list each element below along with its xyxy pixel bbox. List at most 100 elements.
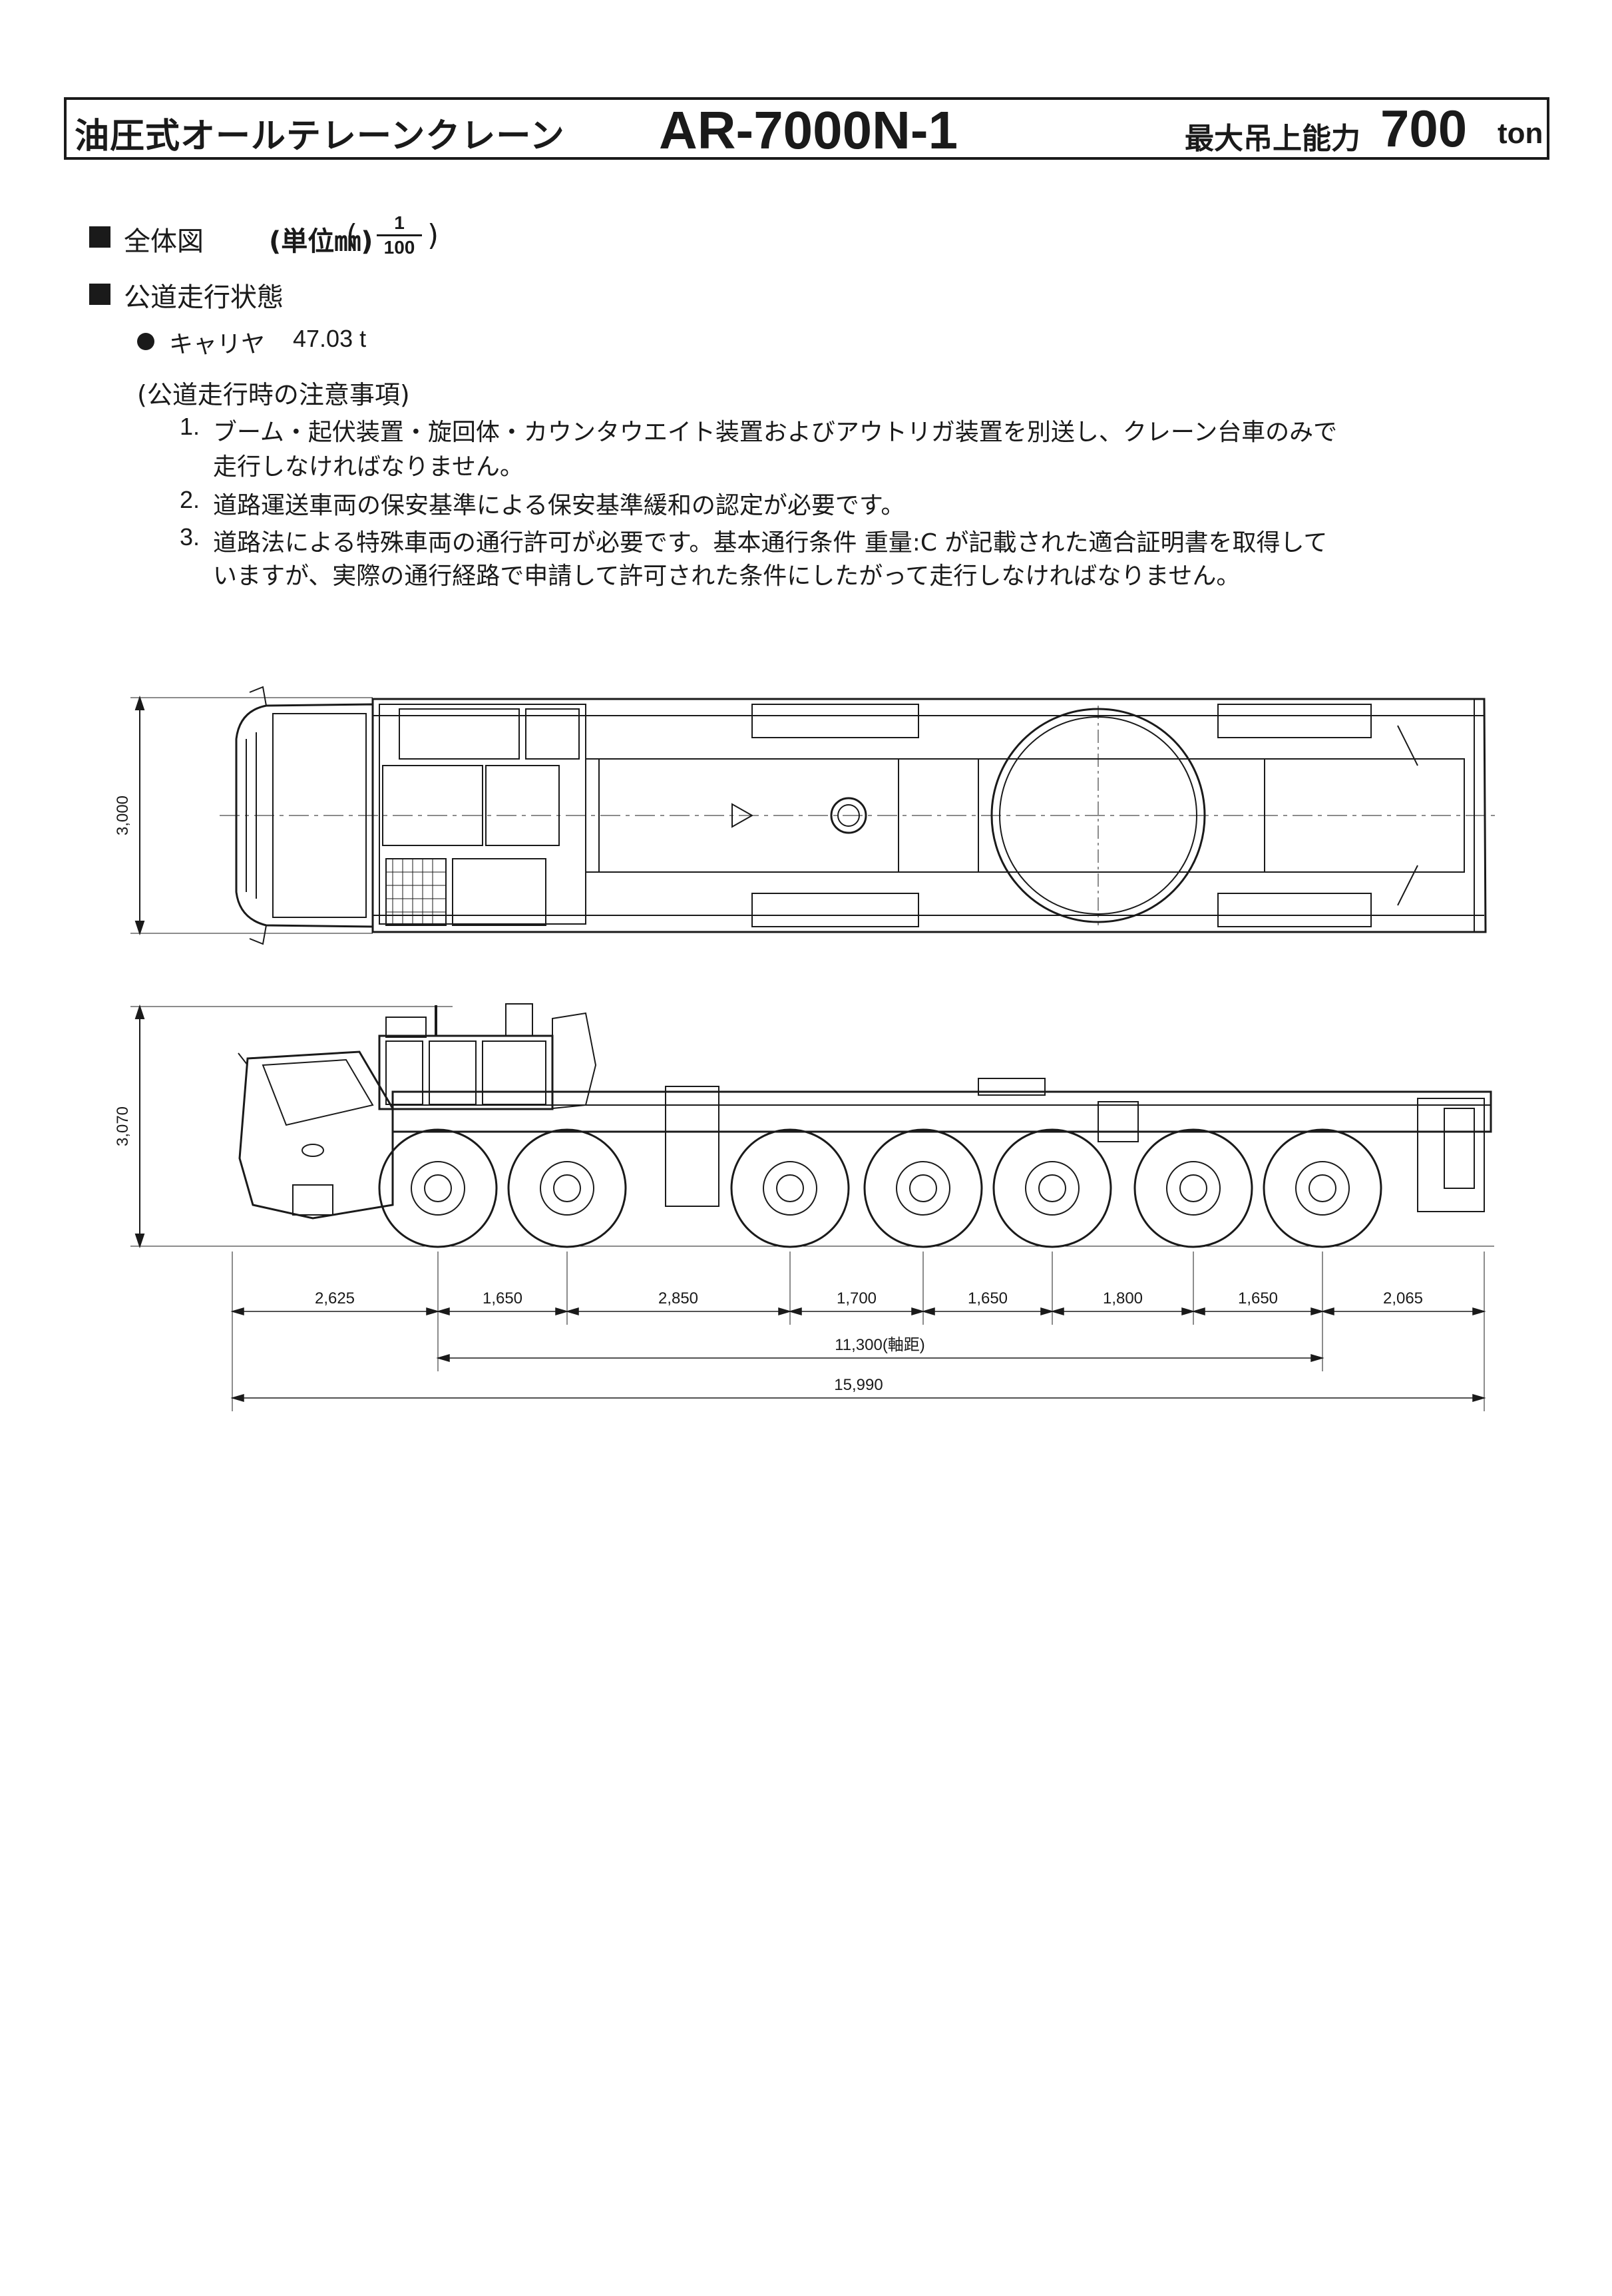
- note-number: 2.: [180, 486, 200, 513]
- dimension-chains: [230, 1307, 1486, 1403]
- carrier-label: キャリヤ: [169, 331, 266, 358]
- arrow-head: [134, 1234, 145, 1249]
- rear-deck-panel: [1264, 758, 1465, 873]
- cab-emblem: [302, 1144, 324, 1157]
- cab-side: [238, 1050, 394, 1220]
- title-frame: [64, 97, 1549, 160]
- top-view: [130, 686, 1498, 945]
- hydraulic-unit: [552, 1012, 597, 1110]
- frame-fitting: [978, 1078, 1046, 1096]
- width-dimension-label: 3,000: [114, 796, 132, 835]
- housing-panel: [429, 1040, 477, 1105]
- cab-outline: [235, 703, 374, 928]
- top-hatch: [399, 708, 520, 760]
- rear-detail: [1397, 725, 1418, 766]
- overall-drawing-heading: 全体図: [124, 226, 204, 257]
- square-bullet-icon: [89, 226, 110, 248]
- note-line: いますが、実際の通行経路で申請して許可された条件にしたがって走行しなければなりま…: [213, 563, 1241, 590]
- overall-length-label: 15,990: [834, 1376, 883, 1394]
- mirror-right: [249, 925, 267, 945]
- scale-paren-open: (: [346, 218, 358, 252]
- intake-box: [505, 1003, 533, 1036]
- arrow-head: [1181, 1307, 1195, 1316]
- support-column: [665, 1086, 719, 1207]
- engine-housing: [378, 1034, 554, 1110]
- arrow-head: [436, 1307, 450, 1316]
- arrow-head: [1320, 1307, 1334, 1316]
- exhaust-box: [385, 1017, 427, 1038]
- rear-light-box: [1444, 1108, 1475, 1189]
- scale-paren-close: ): [427, 218, 439, 252]
- outrigger-box: [751, 893, 919, 927]
- note-line: ブーム・起伏装置・旋回体・カウンタウエイト装置およびアウトリガ装置を別送し、クレ…: [213, 419, 1338, 446]
- capacity-unit: ton: [1498, 117, 1543, 150]
- radiator-grid-lines: [386, 859, 446, 925]
- arrow-head: [921, 1307, 935, 1316]
- arrow-head: [134, 1004, 145, 1019]
- arrow-head: [230, 1393, 244, 1403]
- segment-label: 1,650: [968, 1289, 1008, 1307]
- arrow-head: [778, 1307, 792, 1316]
- note-line: 走行しなければなりません。: [213, 453, 524, 481]
- segment-label: 2,065: [1383, 1289, 1423, 1307]
- mirror-arm: [238, 1052, 248, 1066]
- housing-panel: [385, 1040, 423, 1105]
- wheel-axle-6: [1133, 1128, 1253, 1248]
- arrow-head: [426, 1307, 440, 1316]
- height-dimension-label: 3,070: [114, 1106, 132, 1146]
- outrigger-box: [1217, 704, 1372, 738]
- arrow-head: [1191, 1307, 1205, 1316]
- windshield: [262, 1058, 374, 1126]
- scale-fraction: 1 100: [373, 213, 426, 258]
- equipment-panel: [485, 765, 560, 846]
- wheel-axle-4: [863, 1128, 983, 1248]
- top-hatch: [525, 708, 580, 760]
- fraction-bar: [377, 234, 422, 236]
- mirror-left: [249, 686, 267, 706]
- square-bullet-icon: [89, 284, 110, 305]
- arrow-head: [134, 921, 145, 936]
- capacity-label: 最大吊上能力: [1185, 122, 1360, 156]
- arrow-head: [1050, 1307, 1064, 1316]
- arrow-head: [436, 1353, 450, 1363]
- wheel-axle-1: [378, 1128, 498, 1248]
- pointer-mark: [731, 803, 754, 828]
- hatch-circle: [830, 797, 867, 834]
- wheel-axle-3: [730, 1128, 850, 1248]
- capacity-value: 700: [1380, 99, 1468, 158]
- wheel-axle-2: [507, 1128, 627, 1248]
- tank-panel: [452, 858, 546, 926]
- scale-denominator: 100: [383, 237, 415, 258]
- outrigger-box: [1217, 893, 1372, 927]
- arrow-head: [1472, 1393, 1486, 1403]
- wheel-group: [378, 1128, 1382, 1248]
- arrow-head: [565, 1307, 579, 1316]
- arrow-head: [134, 695, 145, 710]
- chassis-frame: [391, 1090, 1492, 1133]
- wheelbase-label: 11,300(軸距): [835, 1336, 925, 1354]
- cab-step: [292, 1184, 333, 1216]
- segment-label: 1,650: [1238, 1289, 1278, 1307]
- frame-fitting: [1098, 1101, 1139, 1142]
- outrigger-box: [751, 704, 919, 738]
- arrow-head: [230, 1307, 244, 1316]
- deck-panel: [898, 758, 979, 873]
- side-view: [130, 1003, 1494, 1411]
- axle-reference-lines: [232, 1252, 1485, 1411]
- cab-roof: [272, 713, 367, 918]
- note-number: 1.: [180, 413, 200, 440]
- segment-label: 2,850: [658, 1289, 698, 1307]
- segment-label: 2,625: [315, 1289, 355, 1307]
- arrow-head: [1472, 1307, 1486, 1316]
- arrow-head: [1310, 1307, 1324, 1316]
- scale-numerator: 1: [394, 212, 405, 233]
- arrow-head: [1040, 1307, 1054, 1316]
- engine-block: [379, 704, 586, 925]
- rear-detail: [1397, 865, 1418, 906]
- hatch-inner-circle: [837, 804, 860, 827]
- segment-label: 1,650: [483, 1289, 522, 1307]
- rear-tail: [1417, 1098, 1485, 1212]
- segment-label: 1,800: [1103, 1289, 1143, 1307]
- segment-label: 1,700: [837, 1289, 877, 1307]
